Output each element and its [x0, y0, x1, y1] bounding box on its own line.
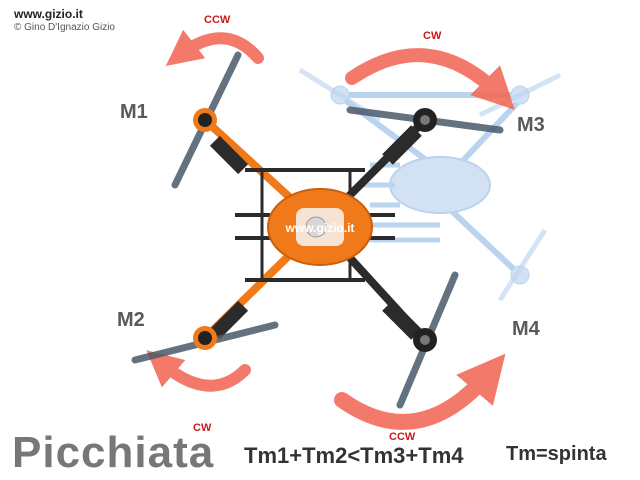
motor-m2: [193, 326, 217, 350]
rotation-label-m3: CW: [423, 30, 442, 42]
arrow-m2-cw: [146, 350, 251, 392]
motor-label-m1: M1: [120, 101, 148, 123]
motor-m1: [193, 108, 217, 132]
thrust-legend: Tm=spinta: [506, 443, 607, 465]
motors: [193, 108, 437, 352]
motor-m3: [413, 108, 437, 132]
ghost-copter: [298, 67, 562, 302]
rotation-label-m1: CCW: [204, 14, 231, 26]
motor-label-m2: M2: [117, 309, 145, 331]
rotation-arrows: [146, 29, 515, 430]
copyright-text: © Gino D'Ignazio Gizio: [14, 22, 115, 33]
rotation-label-m2: CW: [193, 422, 212, 434]
body-brand-text: www.gizio.it: [285, 221, 355, 235]
rotation-label-m4: CCW: [389, 431, 416, 443]
motor-label-m3: M3: [517, 114, 545, 136]
site-url: www.gizio.it: [14, 7, 83, 21]
motor-m4: [413, 328, 437, 352]
diagram-title: Picchiata: [12, 428, 215, 477]
arrow-m4-ccw: [334, 353, 506, 430]
central-body: [267, 188, 373, 266]
thrust-formula: Tm1+Tm2<Tm3+Tm4: [244, 443, 464, 468]
arrow-m3-cw: [345, 48, 515, 110]
motor-label-m4: M4: [512, 318, 540, 340]
arrow-m1-ccw: [165, 29, 264, 67]
